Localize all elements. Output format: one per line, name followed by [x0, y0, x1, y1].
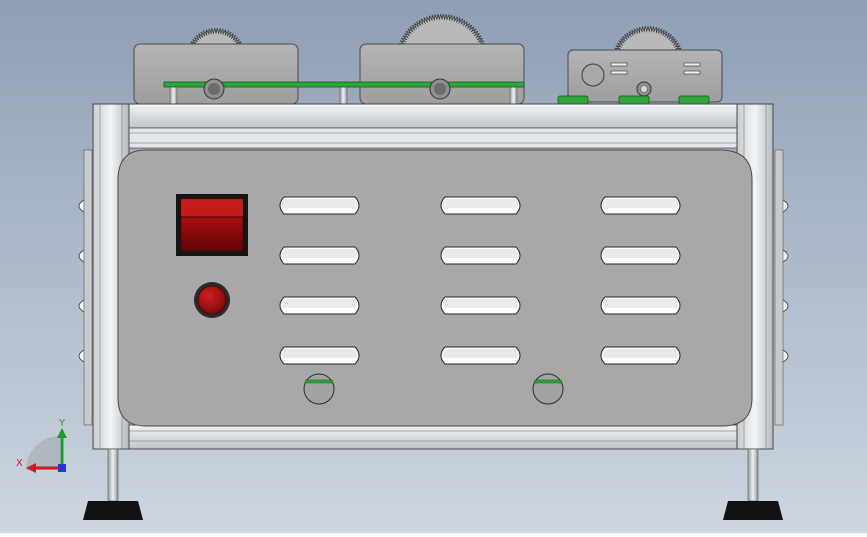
indicator-lamp	[194, 282, 230, 318]
leveling-feet	[83, 448, 783, 520]
knob-hole	[581, 63, 605, 87]
slot-mark	[610, 70, 628, 75]
vent-slot	[440, 296, 521, 315]
vent-slot	[279, 296, 360, 315]
coordinate-triad: X Y	[16, 418, 67, 473]
vent-slot	[600, 196, 681, 215]
vent-slot	[440, 346, 521, 365]
vent-slot	[600, 246, 681, 265]
slot-mark	[683, 62, 701, 67]
pcb-strip	[163, 78, 525, 100]
vent-slot	[279, 346, 360, 365]
green-connectors	[557, 95, 710, 105]
vent-slot	[600, 296, 681, 315]
y-axis-label: Y	[58, 418, 66, 429]
x-axis-label: X	[16, 458, 23, 469]
slot-mark	[683, 70, 701, 75]
power-switch	[176, 194, 248, 256]
cable-gland-left	[303, 373, 335, 405]
enclosure-frame	[92, 103, 774, 450]
vent-slot	[279, 196, 360, 215]
vent-slots	[279, 196, 681, 365]
slot-mark	[610, 62, 628, 67]
vent-slot	[440, 246, 521, 265]
vent-slot	[600, 346, 681, 365]
cable-gland-right	[532, 373, 564, 405]
vent-slot	[279, 246, 360, 265]
side-vents-left	[78, 149, 93, 426]
vent-slot	[440, 196, 521, 215]
front-panel	[117, 149, 753, 427]
control-housing-right	[567, 49, 723, 103]
side-vents-right	[774, 149, 789, 426]
